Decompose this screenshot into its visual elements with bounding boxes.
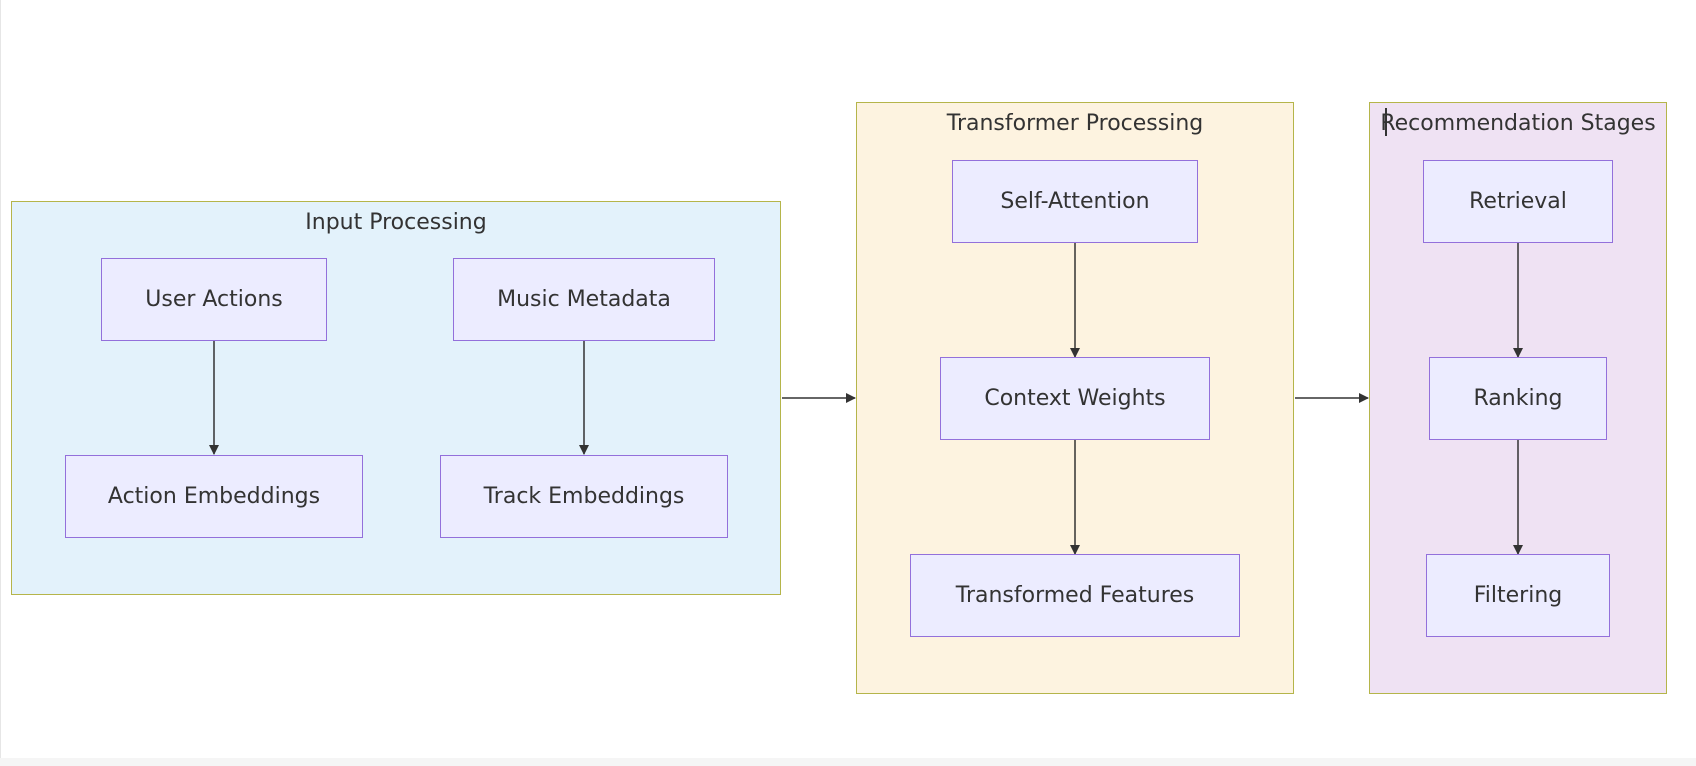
node-context-weights: Context Weights [940, 357, 1210, 440]
node-retrieval: Retrieval [1423, 160, 1613, 243]
cluster-title-recommendation-stages: Recommendation Stages [1380, 111, 1656, 136]
node-filtering: Filtering [1426, 554, 1610, 637]
cluster-title-input-processing: Input Processing [305, 210, 487, 235]
node-ranking: Ranking [1429, 357, 1607, 440]
cluster-title-transformer-processing: Transformer Processing [946, 111, 1204, 136]
left-border [0, 0, 1, 766]
node-self-attention: Self-Attention [952, 160, 1198, 243]
node-user-actions: User Actions [101, 258, 327, 341]
node-music-metadata: Music Metadata [453, 258, 715, 341]
bottom-border [0, 758, 1696, 766]
node-transformed-features: Transformed Features [910, 554, 1240, 637]
text-cursor [1385, 108, 1387, 136]
node-track-embeddings: Track Embeddings [440, 455, 728, 538]
node-action-embeddings: Action Embeddings [65, 455, 363, 538]
